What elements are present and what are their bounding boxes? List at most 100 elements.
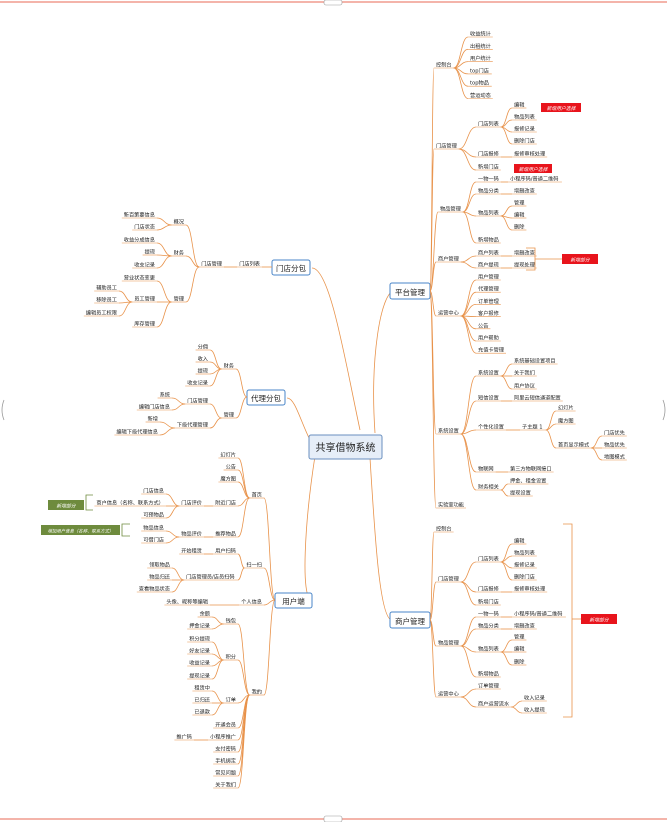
p-basic-item-2[interactable]: 用户协议 (514, 382, 536, 390)
s-fin-item-0[interactable]: 收益分成信息 (124, 236, 155, 244)
s-man[interactable]: 管理 (174, 295, 185, 303)
p-ops-item-5[interactable]: 用户帮助 (478, 334, 499, 342)
u-extra-3[interactable]: 关于我们 (215, 781, 236, 789)
u-merchant-info[interactable]: 商户信息（名称、联系方式） (96, 499, 163, 507)
u-prof[interactable]: 个人信息 (241, 598, 262, 606)
a-fin-item-0[interactable]: 分佣 (198, 343, 208, 351)
a-fin-item-2[interactable]: 提现 (198, 367, 208, 375)
u-return-item-0[interactable]: 领取物品 (149, 561, 170, 569)
s-status[interactable]: 营业状态变更 (124, 274, 156, 282)
p-ops-item-2[interactable]: 订单管理 (478, 297, 500, 305)
p-ops-item-4[interactable]: 公告 (478, 321, 488, 329)
m-repair[interactable]: 门店报修 (478, 585, 500, 593)
branch-agent[interactable]: 代理分包 (246, 389, 286, 406)
p-sms[interactable]: 短信设置 (478, 394, 499, 402)
u-apply[interactable]: 开通会员 (215, 721, 236, 729)
u-scan-user[interactable]: 用户扫码 (215, 547, 236, 555)
u-order-item-0[interactable]: 租赁中 (194, 684, 210, 692)
p-per[interactable]: 个性化设置 (478, 423, 504, 431)
u-points-item-1[interactable]: 好友记录 (189, 647, 210, 655)
u-wallet[interactable]: 钱包 (226, 617, 236, 625)
p-console-item-5[interactable]: 营运动态 (470, 91, 491, 99)
p-basic-item-1[interactable]: 关于我们 (514, 369, 535, 377)
m-goods[interactable]: 物品管理 (438, 639, 460, 647)
m-sl-item-2[interactable]: 报修记录 (514, 561, 535, 569)
u-goods-review[interactable]: 物品评价 (181, 530, 203, 538)
m-console[interactable]: 控制台 (436, 525, 452, 533)
u-order-item-1[interactable]: 已归还 (194, 696, 210, 704)
branch-user[interactable]: 用户端 (274, 592, 313, 609)
u-points-item-3[interactable]: 提现记录 (189, 672, 210, 680)
p-basic-item-0[interactable]: 系统基础设置项目 (514, 357, 556, 365)
p-mw-item[interactable]: 提现处理 (514, 261, 536, 269)
p-one-item[interactable]: 小程序码/普通二维码 (510, 175, 558, 183)
p-console-item-0[interactable]: 收益统计 (470, 30, 491, 38)
p-mw[interactable]: 商户提现 (478, 261, 499, 269)
p-console[interactable]: 控制台 (436, 61, 452, 69)
p-gl[interactable]: 物品列表 (478, 209, 500, 217)
u-wallet-item-1[interactable]: 押金记录 (189, 622, 210, 630)
u-return-item-2[interactable]: 查看物品状态 (139, 585, 170, 593)
a-sm[interactable]: 门店管理 (187, 397, 209, 405)
u-nearby-store[interactable]: 可借门店 (143, 536, 164, 544)
m-one[interactable]: 一物一码 (478, 610, 499, 618)
p-sl-item-1[interactable]: 物品列表 (514, 113, 536, 121)
branch-store[interactable]: 门店分包 (271, 259, 311, 276)
root-node[interactable]: 共享借物系统 (308, 434, 383, 460)
a-sm-item-1[interactable]: 编辑门店信息 (139, 403, 170, 411)
m-gl[interactable]: 物品列表 (478, 645, 500, 653)
a-sub-item-1[interactable]: 编辑下级代理信息 (116, 428, 158, 436)
u-home-item-2[interactable]: 魔方图 (220, 475, 236, 483)
m-one-item[interactable]: 小程序码/普通二维码 (514, 610, 562, 618)
p-sl-item-0[interactable]: 编辑 (514, 101, 524, 109)
u-points-item-0[interactable]: 积分提现 (189, 635, 210, 643)
p-fin-item-1[interactable]: 提现设置 (510, 489, 531, 497)
p-console-item-2[interactable]: 用户统计 (470, 54, 491, 62)
s-staff-item-2[interactable]: 编辑员工权限 (86, 309, 117, 317)
p-ml[interactable]: 商户列表 (478, 249, 500, 257)
u-scan[interactable]: 扫一扫 (246, 561, 262, 569)
m-store[interactable]: 门店管理 (438, 575, 460, 583)
p-ml-item[interactable]: 增删改查 (514, 249, 535, 257)
m-repair-item[interactable]: 报修审核处理 (514, 585, 546, 593)
p-cat[interactable]: 物品分类 (478, 187, 499, 195)
p-cat-item[interactable]: 增删改查 (514, 187, 535, 195)
m-ng[interactable]: 新增物品 (478, 670, 499, 678)
m-flow-item-1[interactable]: 收入提现 (524, 706, 545, 714)
u-order-item-2[interactable]: 已退款 (194, 708, 210, 716)
u-order[interactable]: 订单 (226, 696, 236, 704)
p-home[interactable]: 首页显示模式 (558, 441, 590, 449)
s-fin[interactable]: 财务 (174, 249, 184, 257)
p-theme-item-1[interactable]: 魔方图 (558, 417, 574, 425)
m-sl-item-3[interactable]: 删除门店 (514, 573, 535, 581)
u-promoter[interactable]: 推广码 (176, 733, 192, 741)
p-fin-item-0[interactable]: 押金、租金设置 (510, 477, 546, 485)
m-new[interactable]: 新增门店 (478, 598, 499, 606)
s-sl[interactable]: 门店列表 (239, 260, 261, 268)
a-fin-item-3[interactable]: 收支记录 (187, 379, 208, 387)
p-repair-item[interactable]: 报修审核处理 (514, 150, 546, 158)
p-iot[interactable]: 物联网 (478, 465, 494, 473)
m-ops[interactable]: 运营中心 (438, 690, 459, 698)
p-sms-item[interactable]: 阿里云短信通道配置 (514, 394, 561, 402)
branch-merchant[interactable]: 商户管理 (389, 611, 431, 629)
p-home-item-2[interactable]: 地图模式 (604, 453, 626, 461)
a-man[interactable]: 管理 (224, 411, 235, 419)
p-store[interactable]: 门店管理 (436, 142, 458, 150)
u-return-item-1[interactable]: 物品归还 (149, 573, 171, 581)
p-ops-item-1[interactable]: 代理管理 (478, 285, 500, 293)
u-points[interactable]: 积分 (226, 653, 236, 661)
p-mer[interactable]: 商户管理 (438, 255, 460, 263)
p-repair[interactable]: 门店报修 (478, 150, 500, 158)
u-near[interactable]: 附近门店 (215, 499, 236, 507)
p-home-item-1[interactable]: 物品优先 (604, 441, 625, 449)
p-console-item-3[interactable]: top门店 (470, 66, 489, 74)
s-ov-item-1[interactable]: 门店状态 (134, 223, 155, 231)
p-console-item-4[interactable]: top物品 (470, 79, 489, 87)
p-gl-item-0[interactable]: 管理 (514, 199, 525, 207)
u-prof-item[interactable]: 头像、昵称等编辑 (166, 598, 208, 606)
p-theme-item-0[interactable]: 幻灯片 (558, 404, 574, 412)
p-ops-item-0[interactable]: 用户管理 (478, 273, 500, 281)
s-ov[interactable]: 概况 (174, 218, 185, 226)
p-one[interactable]: 一物一码 (478, 175, 499, 183)
